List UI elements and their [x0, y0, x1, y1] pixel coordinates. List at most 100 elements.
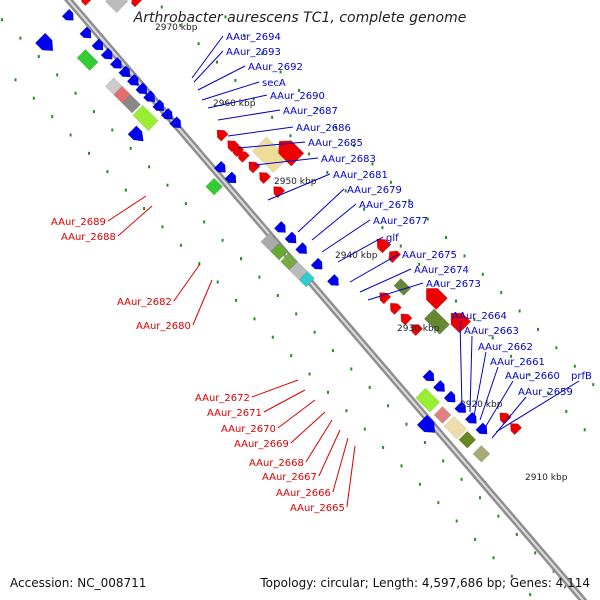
tick-row-dot [437, 501, 440, 505]
tick-row-dot [111, 128, 114, 132]
forward-gene-label: AAur_2674 [414, 265, 469, 276]
tick-row-dot [179, 23, 182, 27]
tick-row-dot [510, 574, 513, 578]
reverse-gene-label: AAur_2669 [234, 439, 289, 450]
tick-row-dot [56, 73, 59, 77]
forward-gene-label: AAur_2675 [402, 250, 457, 261]
tick-row-dot [261, 52, 264, 56]
reverse-gene-leader-line [192, 279, 213, 326]
reverse-gene-feature [499, 412, 512, 425]
forward-gene-feature [310, 257, 323, 270]
forward-gene-leader-line [479, 366, 499, 421]
forward-gene-feature [135, 82, 148, 95]
forward-gene-feature [143, 90, 156, 102]
cog-color-box [205, 177, 223, 196]
tick-row-dot [518, 309, 521, 313]
cog-color-box [443, 416, 467, 440]
tick-row-dot [19, 36, 22, 40]
tick-row-dot [143, 207, 146, 210]
tick-row-dot [331, 349, 334, 353]
tick-row-dot [216, 60, 218, 64]
tick-row-dot [455, 299, 457, 303]
reverse-gene-feature [411, 324, 424, 337]
forward-gene-leader-line [193, 50, 224, 83]
tick-row-dot [92, 110, 95, 114]
tick-row-dot [198, 262, 201, 266]
tick-row-dot [573, 364, 576, 368]
tick-row-dot [350, 367, 353, 371]
tick-row-dot [418, 262, 421, 266]
forward-gene-feature [432, 379, 445, 392]
tick-row-dot [298, 88, 300, 92]
tick-row-dot [179, 243, 182, 247]
tick-row-dot [418, 482, 421, 486]
reverse-gene-feature [237, 150, 250, 163]
forward-gene-feature [100, 47, 113, 60]
forward-gene-feature [454, 401, 467, 414]
tick-row-dot [271, 115, 274, 119]
forward-gene-label: AAur_2683 [321, 154, 376, 165]
forward-gene-leader-line [359, 268, 412, 293]
cog-color-box [132, 104, 159, 132]
scale-label: 2950 kbp [274, 177, 317, 187]
tick-row-dot [326, 170, 329, 174]
scale-label: 2940 kbp [335, 251, 378, 261]
tick-row-dot [481, 272, 484, 276]
forward-gene-leader-line [491, 396, 527, 439]
forward-gene-label: AAur_2673 [426, 279, 481, 290]
reverse-gene-leader-line [346, 445, 356, 508]
forward-gene-feature [34, 32, 54, 52]
forward-gene-feature [79, 26, 92, 39]
tick-row-dot [510, 354, 513, 358]
forward-gene-label: secA [262, 78, 286, 89]
tick-row-dot [129, 146, 132, 150]
cog-color-box [458, 430, 477, 449]
tick-row-dot [389, 180, 392, 184]
forward-gene-feature [61, 8, 74, 21]
tick-row-dot [69, 133, 72, 137]
tick-row-dot [334, 125, 337, 129]
tick-row-dot [500, 291, 503, 295]
cog-color-box [104, 0, 129, 13]
tick-row-dot [327, 390, 329, 394]
forward-gene-leader-line [197, 65, 246, 91]
scale-label: 2970 kbp [155, 23, 198, 33]
reverse-gene-leader-line [263, 389, 306, 413]
scale-label: 2910 kbp [525, 473, 568, 483]
forward-gene-feature [416, 414, 436, 433]
tick-row-dot [387, 404, 390, 408]
tick-row-dot [124, 188, 127, 192]
tick-row-dot [37, 55, 40, 58]
forward-gene-leader-line [367, 282, 424, 301]
reverse-gene-label: AAur_2670 [221, 424, 276, 435]
reverse-gene-label: AAur_2668 [249, 458, 304, 469]
tick-row-dot [258, 275, 261, 279]
reverse-gene-label: AAur_2672 [195, 393, 250, 404]
forward-gene-feature [422, 369, 435, 382]
tick-row-dot [534, 551, 537, 555]
reverse-gene-feature [376, 238, 392, 254]
tick-row-dot [316, 107, 319, 111]
reverse-gene-label: AAur_2682 [117, 297, 172, 308]
reverse-gene-feature [389, 302, 402, 315]
forward-gene-feature [295, 242, 308, 254]
forward-gene-label: AAur_2690 [270, 91, 325, 102]
forward-gene-feature [273, 220, 286, 233]
tick-row-dot [436, 281, 439, 285]
forward-gene-leader-line [473, 351, 487, 417]
forward-gene-feature [152, 99, 165, 112]
reverse-gene-leader-line [318, 429, 341, 477]
reverse-gene-leader-line [290, 411, 326, 444]
tick-row-dot [221, 238, 224, 242]
tick-row-dot [423, 441, 426, 444]
forward-gene-label: AAur_2679 [347, 185, 402, 196]
forward-gene-feature [127, 125, 144, 142]
tick-row-dot [161, 225, 164, 229]
cog-color-box [472, 445, 491, 463]
scale-label: 2920 kbp [460, 400, 503, 410]
reverse-gene-feature [131, 0, 143, 8]
tick-row-dot [363, 207, 366, 211]
scale-label: 2930 kbp [397, 324, 440, 334]
tick-row-dot [583, 428, 586, 432]
